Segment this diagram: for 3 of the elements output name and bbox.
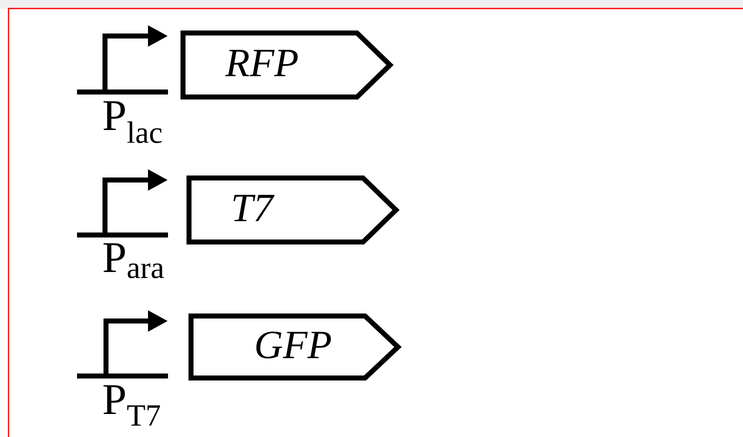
promoter-label: P$_{lac}$ [103, 101, 162, 144]
promoter-label: P$_{T7}$ [103, 385, 160, 426]
promoter-label: P$_{ara}$ [103, 243, 164, 278]
